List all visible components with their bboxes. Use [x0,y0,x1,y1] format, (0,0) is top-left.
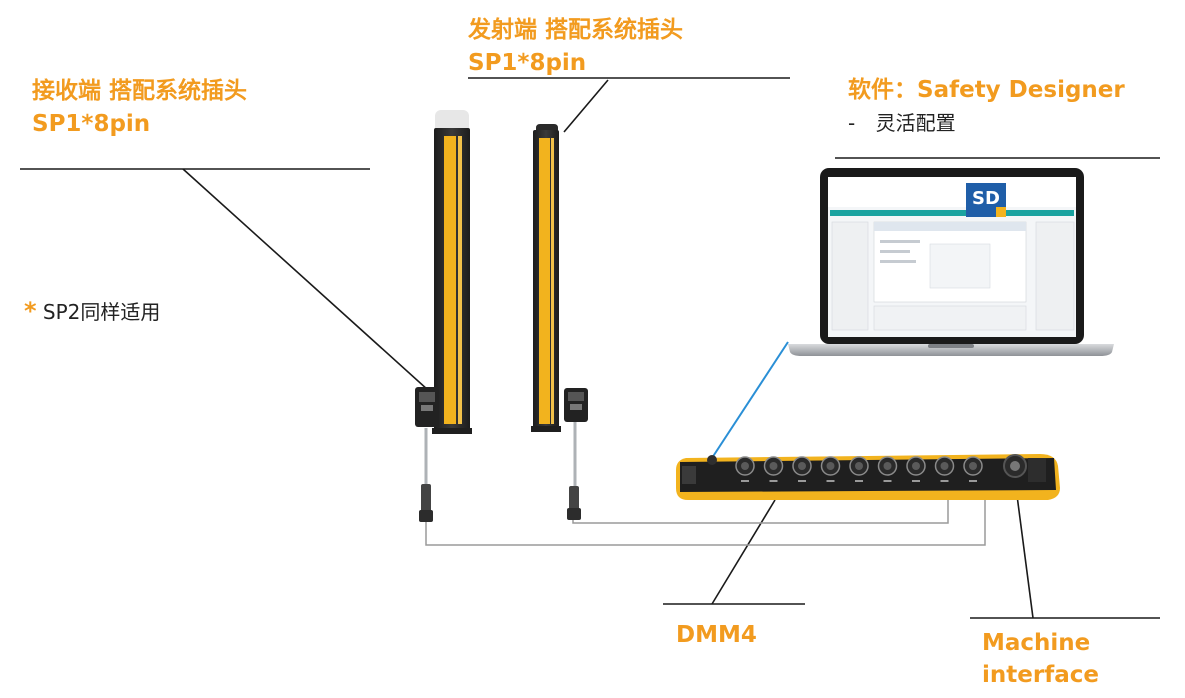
sensor-cables [424,422,986,546]
machine-interface-line2: interface [982,662,1099,688]
receiver-light-curtain [432,110,472,434]
receiver-cable [425,478,986,546]
dmm4-port-core [940,462,949,470]
dmm4-port-label-mark [798,480,806,482]
machine-interface-line1: Machine [982,630,1091,656]
dmm4-port-label-mark [883,480,892,482]
safety-designer-logo: SD [972,188,1000,209]
dmm4-port-core [855,462,863,470]
receiver-connector [415,387,439,522]
dmm4-port-label-mark [940,480,949,482]
emitter-leader [563,79,609,133]
dmm4-port-core [741,462,749,470]
dmm4-port-label-mark [769,480,778,482]
receiver-subtitle: SP1*8pin [32,111,151,137]
dmm4-port-label-mark [912,480,920,482]
dmm4-port-label-mark [855,480,863,482]
leader-lines [20,77,1160,619]
note-asterisk: * [24,297,37,325]
dmm4-port-core [912,462,920,470]
bullet-text: 灵活配置 [875,111,956,135]
software-bullet: - 灵活配置 [848,110,956,136]
software-title: 软件：Safety Designer [848,77,1125,103]
compat-note: * SP2同样适用 [24,298,160,325]
dmm4-port-core [826,462,835,470]
bullet-dash: - [848,111,856,135]
dmm4-port-core [969,462,977,470]
emitter-light-curtain [531,124,561,432]
dmm4-port-core [883,462,892,470]
dmm4-port-label-mark [969,480,977,482]
dmm4-leader [711,499,776,605]
usb-cable [711,341,789,459]
emitter-subtitle: SP1*8pin [468,50,587,76]
dmm4-label: DMM4 [676,622,757,648]
note-text: SP2同样适用 [42,300,161,324]
dmm4-port-core [769,462,778,470]
dmm4-port-label-mark [741,480,749,482]
machine-leader [1014,479,1034,619]
emitter-cable [572,478,949,524]
emitter-connector [564,388,588,520]
dmm4-module [676,454,1060,500]
receiver-title: 接收端 搭配系统插头 [32,78,248,104]
dmm4-port-core [798,462,806,470]
laptop [788,168,1114,356]
dmm4-port-label-mark [826,480,835,482]
emitter-title: 发射端 搭配系统插头 [468,17,684,43]
receiver-leader [182,168,429,391]
